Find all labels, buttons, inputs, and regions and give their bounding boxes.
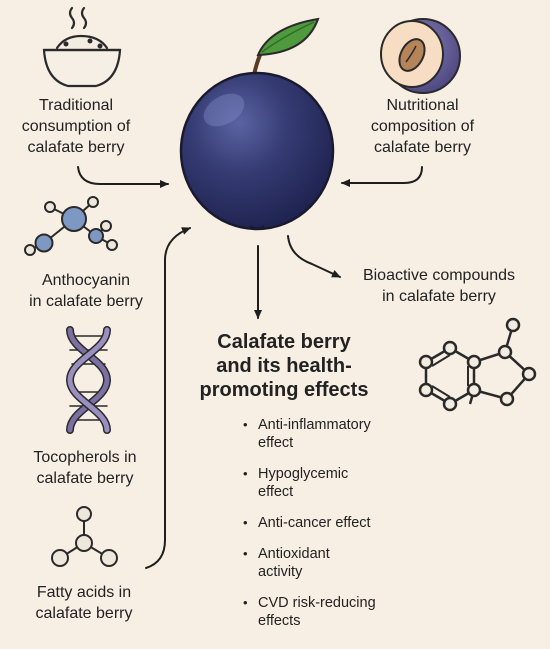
effect-item: Anti-cancer effect [238, 514, 428, 532]
bioactive-ring-molecule-icon [418, 317, 537, 412]
arrow-berry-to-bioactive [287, 235, 341, 278]
steaming-bowl-icon [42, 6, 122, 88]
berry-cross-section-icon [380, 18, 461, 94]
diagram-arrows [77, 166, 423, 569]
health-effects-title: Calafate berry and its health- promoting… [199, 331, 369, 401]
arrow-fatty-acids-to-berry [145, 227, 191, 569]
arrow-nutritional-to-berry [341, 166, 423, 187]
label-fatty-acids: Fatty acids in calafate berry [35, 584, 133, 622]
label-anthocyanin: Anthocyanin in calafate berry [29, 272, 143, 310]
anthocyanin-molecule-icon [24, 196, 118, 256]
calafate-berry-icon [179, 17, 335, 231]
arrow-traditional-to-berry [77, 166, 169, 188]
fatty-acid-molecule-icon [51, 506, 118, 567]
label-nutritional-composition: Nutritional composition of calafate berr… [370, 97, 475, 156]
label-traditional-consumption: Traditional consumption of calafate berr… [21, 97, 131, 156]
dna-helix-icon [65, 326, 112, 434]
label-bioactive-compounds: Bioactive compounds in calafate berry [362, 267, 516, 305]
label-tocopherols: Tocopherols in calafate berry [33, 449, 137, 487]
